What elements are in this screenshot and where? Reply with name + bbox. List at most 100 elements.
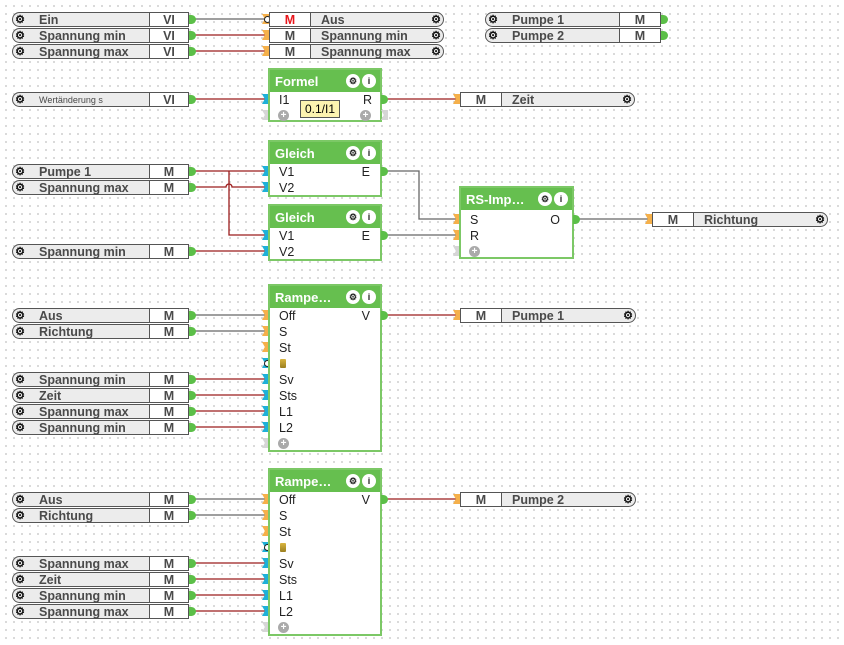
input-ref-ein[interactable]: ⚙ Ein VI bbox=[12, 12, 189, 27]
input-port-l1[interactable] bbox=[262, 590, 269, 600]
output-port[interactable] bbox=[189, 183, 196, 192]
output-ref-pumpe-2[interactable]: M Pumpe 2 ⚙ bbox=[460, 492, 636, 507]
output-ref-richtung[interactable]: M Richtung ⚙ bbox=[652, 212, 828, 227]
output-port[interactable] bbox=[189, 495, 196, 504]
rampe-block-2[interactable]: Rampe… ⚙i Off S St Sv Sts L1 L2 V + bbox=[268, 468, 382, 636]
gear-icon[interactable]: ⚙ bbox=[15, 166, 25, 178]
rs-impuls-block[interactable]: RS-Imp… ⚙i S R O + bbox=[459, 186, 574, 259]
gear-icon[interactable]: ⚙ bbox=[488, 30, 498, 42]
gear-icon[interactable]: ⚙ bbox=[346, 74, 360, 88]
info-icon[interactable]: i bbox=[362, 290, 376, 304]
input-port-l1[interactable] bbox=[262, 406, 269, 416]
block-header[interactable]: RS-Imp… ⚙i bbox=[461, 188, 572, 210]
input-port-l2[interactable] bbox=[262, 422, 269, 432]
output-port[interactable] bbox=[189, 559, 196, 568]
output-port-r[interactable] bbox=[381, 95, 388, 104]
input-port-add[interactable] bbox=[262, 438, 269, 448]
output-port[interactable] bbox=[189, 511, 196, 520]
gear-icon[interactable]: ⚙ bbox=[431, 46, 441, 58]
gear-icon[interactable]: ⚙ bbox=[431, 30, 441, 42]
gear-icon[interactable]: ⚙ bbox=[15, 14, 25, 26]
output-port[interactable] bbox=[189, 375, 196, 384]
input-ref-wertaenderung[interactable]: ⚙ Wertänderung s VI bbox=[12, 92, 189, 107]
gear-icon[interactable]: ⚙ bbox=[488, 14, 498, 26]
gear-icon[interactable]: ⚙ bbox=[623, 494, 633, 506]
output-port[interactable] bbox=[189, 167, 196, 176]
info-icon[interactable]: i bbox=[362, 74, 376, 88]
add-output-icon[interactable]: + bbox=[360, 110, 371, 121]
output-port-add[interactable] bbox=[381, 110, 388, 120]
input-port-l2[interactable] bbox=[262, 606, 269, 616]
output-ref-aus[interactable]: M Aus ⚙ bbox=[269, 12, 444, 27]
input-port-sv[interactable] bbox=[262, 558, 269, 568]
input-port-v1[interactable] bbox=[262, 166, 269, 176]
input-port[interactable] bbox=[453, 310, 460, 320]
gear-icon[interactable]: ⚙ bbox=[15, 310, 25, 322]
gear-icon[interactable]: ⚙ bbox=[15, 374, 25, 386]
output-port[interactable] bbox=[189, 607, 196, 616]
gear-icon[interactable]: ⚙ bbox=[15, 422, 25, 434]
input-port-add[interactable] bbox=[262, 622, 269, 632]
gear-icon[interactable]: ⚙ bbox=[346, 210, 360, 224]
input-port-add[interactable] bbox=[453, 246, 460, 256]
output-port-v[interactable] bbox=[381, 311, 388, 320]
input-port[interactable] bbox=[645, 214, 652, 224]
output-ref-spannung-min[interactable]: M Spannung min ⚙ bbox=[269, 28, 444, 43]
gear-icon[interactable]: ⚙ bbox=[15, 94, 25, 106]
output-port[interactable] bbox=[189, 591, 196, 600]
input-ref-aus[interactable]: ⚙ Aus M bbox=[12, 308, 189, 323]
gear-icon[interactable]: ⚙ bbox=[15, 574, 25, 586]
input-ref-spannung-min[interactable]: ⚙ Spannung min M bbox=[12, 244, 189, 259]
input-port-v2[interactable] bbox=[262, 182, 269, 192]
gear-icon[interactable]: ⚙ bbox=[15, 494, 25, 506]
gear-icon[interactable]: ⚙ bbox=[15, 30, 25, 42]
input-port-sts[interactable] bbox=[262, 574, 269, 584]
gleich-block-2[interactable]: Gleich ⚙i V1 V2 E bbox=[268, 204, 382, 261]
input-ref-aus[interactable]: ⚙ Aus M bbox=[12, 492, 189, 507]
gear-icon[interactable]: ⚙ bbox=[622, 94, 632, 106]
output-port[interactable] bbox=[661, 15, 668, 24]
block-header[interactable]: Rampe… ⚙i bbox=[270, 286, 380, 308]
block-header[interactable]: Gleich ⚙i bbox=[270, 206, 380, 228]
input-ref-richtung[interactable]: ⚙ Richtung M bbox=[12, 324, 189, 339]
input-port-s[interactable] bbox=[262, 326, 269, 336]
input-ref-spannung-max[interactable]: ⚙ Spannung max M bbox=[12, 404, 189, 419]
gear-icon[interactable]: ⚙ bbox=[15, 606, 25, 618]
output-port[interactable] bbox=[189, 407, 196, 416]
input-port-sts[interactable] bbox=[262, 390, 269, 400]
add-input-icon[interactable]: + bbox=[278, 622, 289, 633]
gear-icon[interactable]: ⚙ bbox=[15, 558, 25, 570]
gear-icon[interactable]: ⚙ bbox=[15, 246, 25, 258]
output-port[interactable] bbox=[189, 15, 196, 24]
info-icon[interactable]: i bbox=[362, 210, 376, 224]
input-port-s[interactable] bbox=[453, 214, 460, 224]
output-port[interactable] bbox=[189, 327, 196, 336]
output-port[interactable] bbox=[661, 31, 668, 40]
gear-icon[interactable]: ⚙ bbox=[15, 390, 25, 402]
input-ref-pumpe-2[interactable]: ⚙ Pumpe 2 M bbox=[485, 28, 661, 43]
info-icon[interactable]: i bbox=[362, 146, 376, 160]
input-port-st[interactable] bbox=[262, 342, 269, 352]
formula-badge[interactable]: 0.1/I1 bbox=[300, 100, 341, 118]
info-icon[interactable]: i bbox=[362, 474, 376, 488]
gear-icon[interactable]: ⚙ bbox=[15, 182, 25, 194]
input-port-st[interactable] bbox=[262, 526, 269, 536]
gear-icon[interactable]: ⚙ bbox=[538, 192, 552, 206]
output-port[interactable] bbox=[189, 95, 196, 104]
output-port[interactable] bbox=[189, 47, 196, 56]
input-ref-pumpe-1[interactable]: ⚙ Pumpe 1 M bbox=[485, 12, 661, 27]
input-ref-spannung-max[interactable]: ⚙ Spannung max M bbox=[12, 556, 189, 571]
rampe-block-1[interactable]: Rampe… ⚙i Off S St Sv Sts L1 L2 V + bbox=[268, 284, 382, 452]
input-ref-spannung-min[interactable]: ⚙ Spannung min VI bbox=[12, 28, 189, 43]
gear-icon[interactable]: ⚙ bbox=[346, 474, 360, 488]
input-port-add[interactable] bbox=[262, 110, 269, 120]
gear-icon[interactable]: ⚙ bbox=[15, 326, 25, 338]
output-port-o[interactable] bbox=[573, 215, 580, 224]
add-input-icon[interactable]: + bbox=[278, 438, 289, 449]
add-input-icon[interactable]: + bbox=[469, 246, 480, 257]
input-ref-pumpe-1[interactable]: ⚙ Pumpe 1 M bbox=[12, 164, 189, 179]
gear-icon[interactable]: ⚙ bbox=[15, 406, 25, 418]
input-ref-zeit[interactable]: ⚙ Zeit M bbox=[12, 572, 189, 587]
input-port-v2[interactable] bbox=[262, 246, 269, 256]
input-port-r[interactable] bbox=[453, 230, 460, 240]
